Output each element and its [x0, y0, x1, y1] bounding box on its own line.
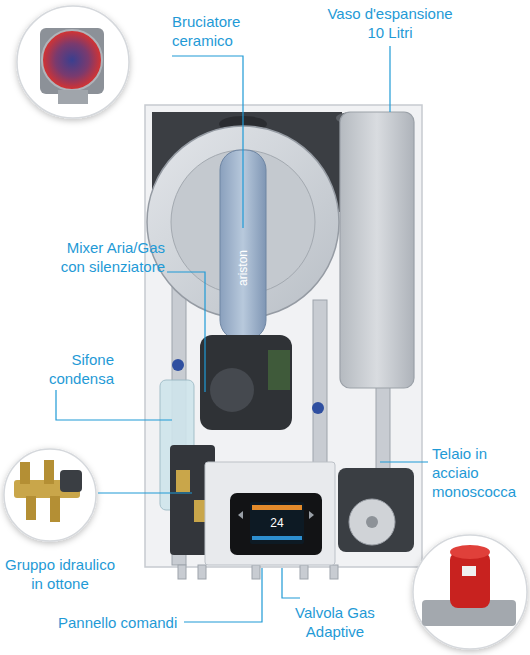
burner-inset	[17, 6, 129, 118]
part-label: Sifone condensa	[38, 350, 114, 388]
part-label: Valvola Gas Adaptive	[283, 603, 387, 641]
steel-frame	[145, 105, 422, 567]
display-value: 24	[270, 516, 283, 530]
part-label: Vaso d'espansione 10 Litri	[322, 4, 458, 42]
gas-valve-inset	[413, 535, 527, 649]
brand-logo: ariston	[236, 250, 250, 286]
blower	[200, 335, 292, 430]
expansion-vessel	[340, 112, 414, 388]
control-panel	[205, 462, 335, 565]
part-label: Mixer Aria/Gas con silenziatore	[50, 238, 165, 276]
casing	[145, 105, 422, 567]
part-label: Bruciatore ceramico	[172, 12, 262, 50]
valve-knob	[312, 402, 324, 414]
part-label: Telaio in acciaio monoscocca	[432, 444, 524, 501]
part-label: Gruppo idraulico in ottone	[2, 555, 118, 593]
leader-lines	[56, 46, 428, 622]
valve-knob	[172, 359, 184, 371]
brass-group-inset	[4, 449, 96, 541]
part-label: Pannello comandi	[58, 613, 182, 632]
circulation-pump	[338, 468, 414, 552]
